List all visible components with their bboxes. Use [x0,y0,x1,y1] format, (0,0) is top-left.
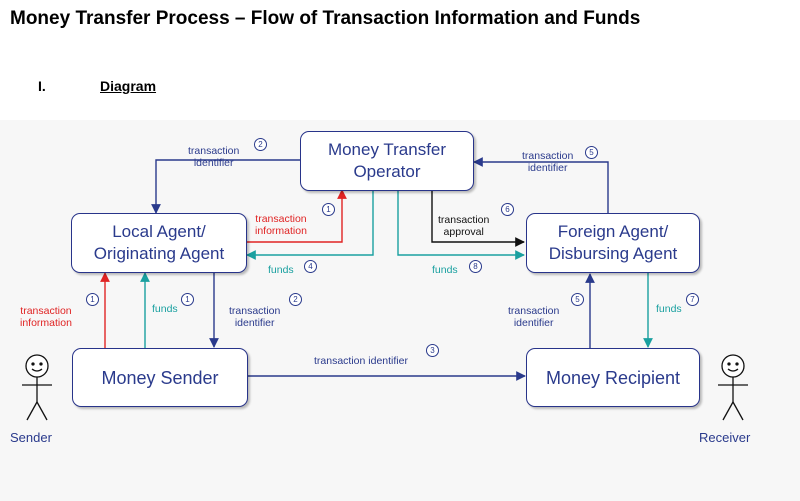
label-local-sender-identifier: transaction identifier [229,305,281,329]
local-agent-node: Local Agent/ Originating Agent [71,213,247,273]
arrow-op-to-foreign-funds [397,190,525,260]
step-number: 8 [469,260,482,273]
sender-label: Sender [10,430,52,445]
arrow-op-to-local-identifier [151,159,300,214]
step-number: 1 [181,293,194,306]
label-foreign-recipient-funds: funds [656,303,682,315]
label-op-local-identifier: transaction identifier [188,145,240,169]
label-local-op-info: transaction information [255,213,307,237]
step-number: 5 [571,293,584,306]
money-recipient-node: Money Recipient [526,348,700,407]
section-title: Diagram [100,78,157,94]
step-number: 7 [686,293,699,306]
step-number: 3 [426,344,439,357]
step-number: 2 [289,293,302,306]
receiver-label: Receiver [699,430,751,445]
step-number: 1 [86,293,99,306]
label-foreign-op-identifier: transaction identifier [522,150,574,174]
section-number: I. [38,78,46,94]
sender-figure [22,354,52,421]
money-transfer-operator-node: Money Transfer Operator [300,131,474,191]
arrow-op-to-local-funds [246,190,374,260]
label-sender-local-info: transaction information [20,305,72,329]
page-title: Money Transfer Process – Flow of Transac… [10,8,641,29]
step-number: 2 [254,138,267,151]
arrow-op-to-foreign-approval [431,190,525,247]
label-sender-recipient-identifier: transaction identifier [314,355,408,367]
foreign-agent-node: Foreign Agent/ Disbursing Agent [526,213,700,273]
step-number: 1 [322,203,335,216]
step-number: 6 [501,203,514,216]
label-recipient-foreign-identifier: transaction identifier [508,305,560,329]
step-number: 5 [585,146,598,159]
receiver-figure [718,354,748,421]
step-number: 4 [304,260,317,273]
money-sender-node: Money Sender [72,348,248,407]
label-op-foreign-funds: funds [432,264,458,276]
arrow-foreign-to-op-identifier [473,157,609,213]
label-op-foreign-approval: transaction approval [438,214,490,238]
label-sender-local-funds: funds [152,303,178,315]
arrow-local-to-op-info [245,189,347,243]
label-op-local-funds: funds [268,264,294,276]
